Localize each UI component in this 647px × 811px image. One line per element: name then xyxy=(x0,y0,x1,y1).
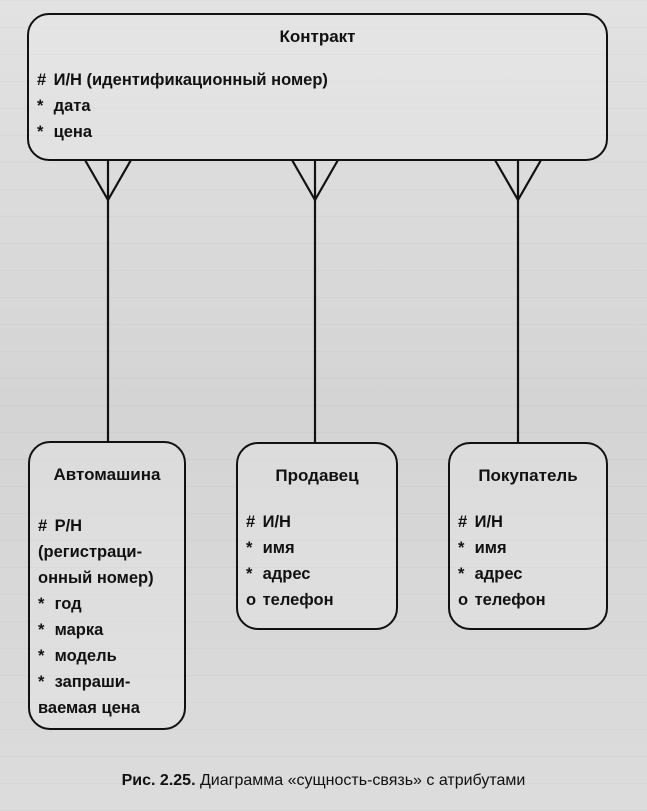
attribute: * год xyxy=(38,591,154,617)
crowfoot-seller-left xyxy=(291,159,316,201)
attribute: онный номер) xyxy=(38,565,154,591)
crowfoot-car-right xyxy=(107,159,132,201)
attribute: # И/Н xyxy=(458,509,546,535)
crowfoot-buyer-left xyxy=(494,159,519,201)
attribute: * адрес xyxy=(246,561,334,587)
attribute-marker: # xyxy=(38,517,48,535)
attribute-list: # И/Н * имя * адрес o телефон xyxy=(246,509,334,613)
attribute-text: дата xyxy=(53,97,91,115)
figure-number: Рис. 2.25. xyxy=(121,772,196,789)
entity-car: Автомашина # Р/Н (регистраци- онный номе… xyxy=(28,441,186,730)
attribute-text: Р/Н xyxy=(54,517,83,535)
attribute-text: адрес xyxy=(262,565,311,583)
attribute-text: цена xyxy=(53,123,93,141)
attribute: * имя xyxy=(246,535,334,561)
attribute: # Р/Н xyxy=(38,513,154,539)
crowfoot-car-left xyxy=(84,159,109,201)
attribute-text: И/Н (идентификационный номер) xyxy=(53,71,328,89)
attribute-text: (регистраци- xyxy=(38,543,143,561)
attribute-marker: # xyxy=(458,513,468,531)
attribute-list: # Р/Н (регистраци- онный номер) * год * … xyxy=(38,513,154,721)
attribute-text: запраши- xyxy=(54,673,131,691)
attribute: # И/Н xyxy=(246,509,334,535)
attribute-text: онный номер) xyxy=(38,569,154,587)
attribute-list: # И/Н * имя * адрес o телефон xyxy=(458,509,546,613)
attribute: * марка xyxy=(38,617,154,643)
crowfoot-buyer-right xyxy=(517,159,542,201)
attribute-marker: * xyxy=(38,647,45,665)
attribute-marker: o xyxy=(458,591,469,609)
attribute-text: ваемая цена xyxy=(38,699,140,717)
attribute-marker: * xyxy=(458,565,465,583)
attribute-list: # И/Н (идентификационный номер) * дата *… xyxy=(37,67,328,145)
attribute-marker: # xyxy=(37,71,47,89)
entity-title: Покупатель xyxy=(478,466,578,485)
attribute-marker: # xyxy=(246,513,256,531)
attribute-text: адрес xyxy=(474,565,523,583)
attribute-text: год xyxy=(54,595,82,613)
attribute: ваемая цена xyxy=(38,695,154,721)
attribute-marker: * xyxy=(37,97,44,115)
entity-title: Контракт xyxy=(279,27,356,46)
entity-seller: Продавец # И/Н * имя * адрес o телефон xyxy=(236,442,398,630)
attribute-marker: * xyxy=(38,595,45,613)
attribute: * адрес xyxy=(458,561,546,587)
attribute: o телефон xyxy=(458,587,546,613)
entity-contract: Контракт # И/Н (идентификационный номер)… xyxy=(27,13,608,161)
attribute-marker: * xyxy=(246,539,253,557)
figure-caption: Рис. 2.25. Диаграмма «сущность-связь» с … xyxy=(0,772,647,790)
attribute-text: модель xyxy=(54,647,117,665)
attribute-text: телефон xyxy=(262,591,334,609)
attribute-marker: o xyxy=(246,591,257,609)
attribute-text: имя xyxy=(474,539,507,557)
attribute-marker: * xyxy=(38,621,45,639)
attribute-text: телефон xyxy=(474,591,546,609)
entity-title: Автомашина xyxy=(53,465,161,484)
attribute-marker: * xyxy=(38,673,45,691)
attribute: # И/Н (идентификационный номер) xyxy=(37,67,328,93)
attribute: * модель xyxy=(38,643,154,669)
attribute-marker: * xyxy=(37,123,44,141)
entity-title: Продавец xyxy=(275,466,359,485)
attribute: * цена xyxy=(37,119,328,145)
attribute-marker: * xyxy=(246,565,253,583)
attribute-text: И/Н xyxy=(474,513,503,531)
attribute: (регистраци- xyxy=(38,539,154,565)
entity-buyer: Покупатель # И/Н * имя * адрес o телефон xyxy=(448,442,608,630)
attribute-text: И/Н xyxy=(262,513,291,531)
attribute: * дата xyxy=(37,93,328,119)
attribute-marker: * xyxy=(458,539,465,557)
attribute: * запраши- xyxy=(38,669,154,695)
crowfoot-seller-right xyxy=(314,159,339,201)
attribute: * имя xyxy=(458,535,546,561)
attribute-text: имя xyxy=(262,539,295,557)
caption-text: Диаграмма «сущность-связь» с атрибутами xyxy=(195,772,526,789)
attribute: o телефон xyxy=(246,587,334,613)
attribute-text: марка xyxy=(54,621,104,639)
